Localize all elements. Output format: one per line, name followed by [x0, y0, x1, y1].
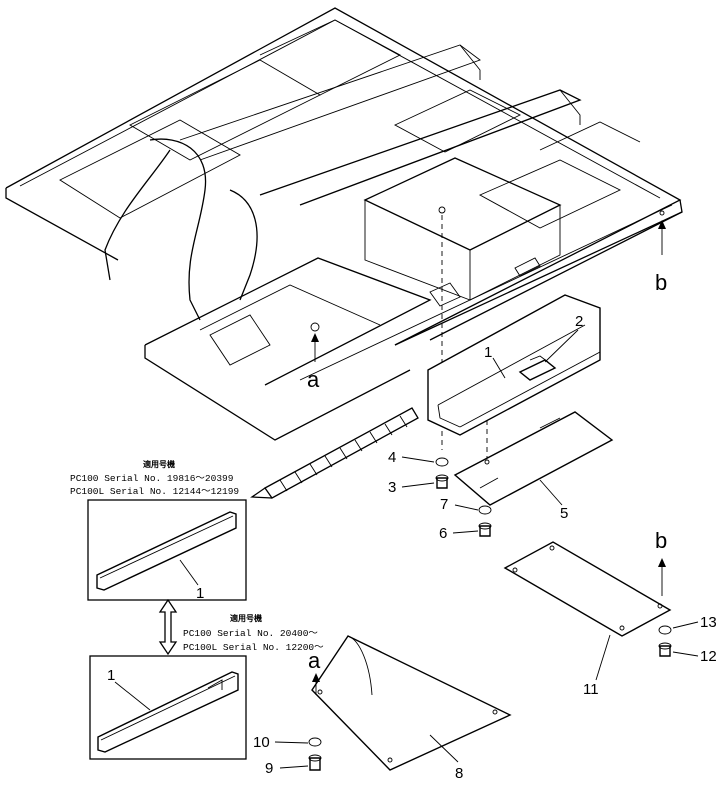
inset-bottom-serial-line1: PC100 Serial No. 20400～: [183, 628, 318, 639]
inset-top-serial-line2: PC100L Serial No. 12144～12199: [70, 486, 239, 497]
callout-1: 1: [484, 344, 492, 361]
callout-4: 4: [388, 449, 396, 466]
inset-box-top: 適用号機 PC100 Serial No. 19816～20399 PC100L…: [70, 459, 247, 602]
reference-letter-a: a: [307, 367, 320, 392]
revolving-frame: [5, 7, 683, 441]
callout-13: 13: [700, 614, 717, 631]
reference-letter-b: b: [655, 270, 667, 295]
callout-3: 3: [388, 479, 396, 496]
hatched-pointer-arrow: [250, 407, 419, 499]
reference-letter-b-lower: b: [655, 528, 667, 553]
inset-top-part-1: 1: [196, 585, 204, 602]
inset-exchange-arrow: [158, 598, 178, 656]
callout-8: 8: [455, 765, 463, 782]
callout-10: 10: [253, 734, 270, 751]
callout-5: 5: [560, 505, 568, 522]
cover-plate-8: a: [308, 635, 512, 771]
cover-plate-11: b: [503, 528, 672, 657]
callout-6: 6: [439, 525, 447, 542]
inset-box-bottom: 適用号機 PC100 Serial No. 20400～ PC100L Seri…: [89, 613, 324, 760]
inset-top-serial-line1: PC100 Serial No. 19816～20399: [70, 473, 234, 484]
reference-letter-a-lower: a: [308, 648, 321, 673]
cover-bracket-assembly: [427, 215, 614, 537]
callout-2: 2: [575, 313, 583, 330]
reference-arrows-frame: a b: [307, 220, 667, 392]
inset-bottom-heading: 適用号機: [230, 613, 262, 623]
inset-top-heading: 適用号機: [143, 459, 175, 469]
callout-7: 7: [440, 496, 448, 513]
inset-bottom-part-1: 1: [107, 667, 115, 684]
callout-12: 12: [700, 648, 717, 665]
inset-bottom-serial-line2: PC100L Serial No. 12200～: [183, 642, 324, 653]
callout-9: 9: [265, 760, 273, 777]
callouts: 1 2 3 4 5 6 7 8 9 10 11 12 13: [253, 313, 717, 782]
callout-11: 11: [583, 681, 599, 698]
